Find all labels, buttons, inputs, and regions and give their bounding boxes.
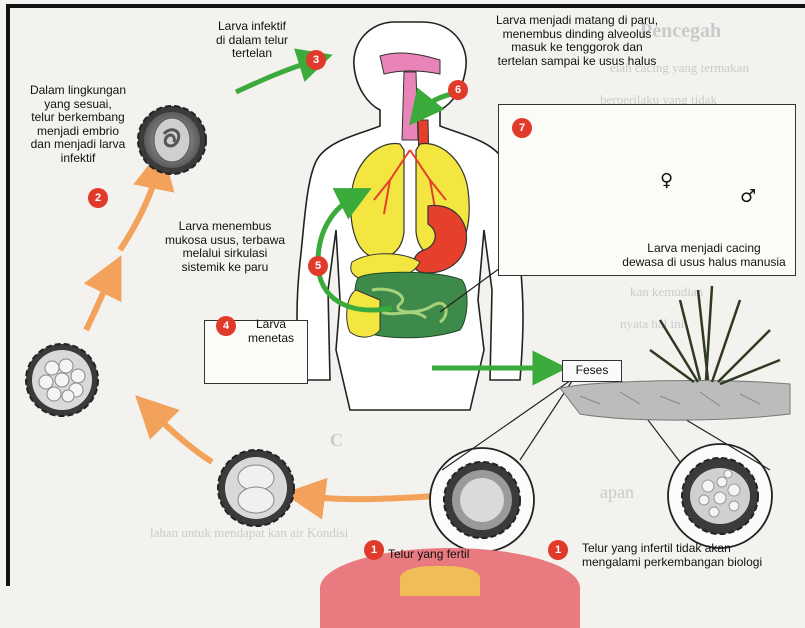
stage6-line4: tertelan sampai ke usus halus <box>466 55 688 69</box>
stage3-line2: di dalam telur <box>196 34 308 48</box>
stage4-line2: menetas <box>240 332 302 346</box>
egg-morula <box>26 344 98 416</box>
stage5-line3: melalui sirkulasi <box>150 247 300 261</box>
stage5-line1: Larva menembus <box>150 220 300 234</box>
stage3-text: Larva infektif di dalam telur tertelan <box>196 20 308 61</box>
arrow-ingestion <box>236 60 316 92</box>
bottom-blob-highlight <box>400 566 480 596</box>
stage1-infertile-text: Telur yang infertil tidak akan mengalami… <box>582 542 804 569</box>
feses-box: Feses <box>562 360 622 382</box>
feses-label: Feses <box>576 363 609 377</box>
stage6-text: Larva menjadi matang di paru, menembus d… <box>466 14 688 68</box>
stage6-line3: masuk ke tenggorok dan <box>466 41 688 55</box>
soil-grass <box>560 286 790 420</box>
arrow-cleavage <box>150 410 212 462</box>
male-symbol: ♂ <box>740 186 756 207</box>
stage2-line5: dan menjadi larva <box>14 138 142 152</box>
diagram-frame: Pencegah elah cacing yang termakan berpe… <box>0 0 805 586</box>
badge-6: 6 <box>448 80 468 100</box>
stage3-line3: tertelan <box>196 47 308 61</box>
badge-3: 3 <box>306 50 326 70</box>
stage1-fertile-text: Telur yang fertil <box>388 548 498 562</box>
badge-1-fertile: 1 <box>364 540 384 560</box>
badge-5: 5 <box>308 256 328 276</box>
badge-1-infertile: 1 <box>548 540 568 560</box>
stage7-line1: Larva menjadi cacing <box>618 242 790 256</box>
stage4-text: Larva menetas <box>240 318 302 345</box>
arrow-fertile <box>304 496 436 499</box>
stage2-line4: menjadi embrio <box>14 125 142 139</box>
stage6-line1: Larva menjadi matang di paru, <box>466 14 688 28</box>
badge-2: 2 <box>88 188 108 208</box>
stage2-line1: Dalam lingkungan <box>14 84 142 98</box>
stage5-line2: mukosa usus, terbawa <box>150 234 300 248</box>
stage5-line4: sistemik ke paru <box>150 261 300 275</box>
egg-infertile <box>668 444 772 548</box>
stage1-infertile-line1: Telur yang infertil tidak akan <box>582 542 804 556</box>
stage3-line1: Larva infektif <box>196 20 308 34</box>
egg-fertile <box>430 448 534 552</box>
stage2-line3: telur berkembang <box>14 111 142 125</box>
stage2-text: Dalam lingkungan yang sesuai, telur berk… <box>14 84 142 165</box>
stage7-text: Larva menjadi cacing dewasa di usus halu… <box>618 242 790 269</box>
egg-embryo <box>138 106 206 174</box>
trachea <box>402 72 418 140</box>
arrow-morula <box>86 274 112 330</box>
badge-4: 4 <box>216 316 236 336</box>
badge-7: 7 <box>512 118 532 138</box>
female-symbol: ♀ <box>660 170 673 191</box>
egg-two-cell <box>218 450 294 526</box>
stage2-line6: infektif <box>14 152 142 166</box>
stage7-line2: dewasa di usus halus manusia <box>618 256 790 270</box>
stage2-line2: yang sesuai, <box>14 98 142 112</box>
stage1-infertile-line2: mengalami perkembangan biologi <box>582 556 804 570</box>
stage4-line1: Larva <box>240 318 302 332</box>
stage5-text: Larva menembus mukosa usus, terbawa mela… <box>150 220 300 274</box>
stage6-line2: menembus dinding alveolus <box>466 28 688 42</box>
